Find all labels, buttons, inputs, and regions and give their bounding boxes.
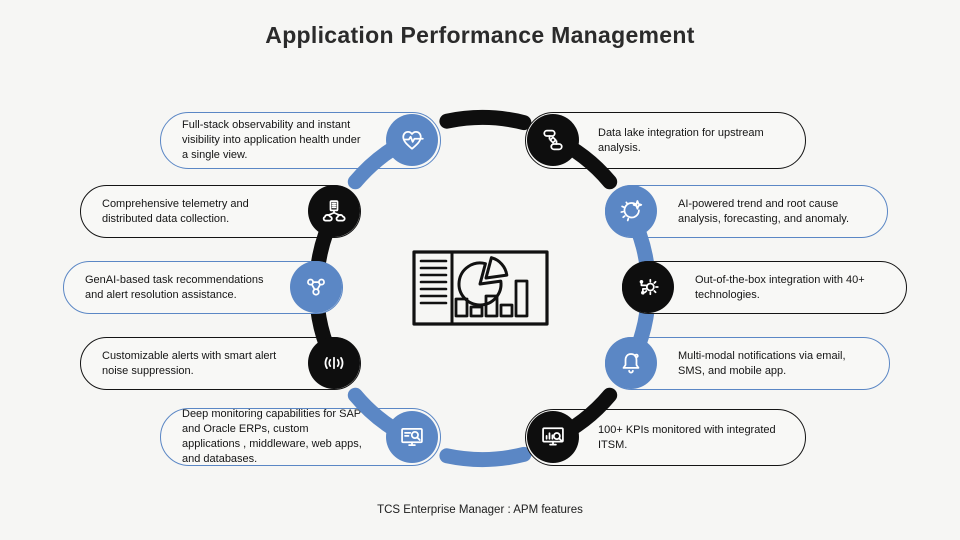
feature-label: AI-powered trend and root cause analysis… <box>678 197 849 225</box>
dashboard-analytics-icon <box>412 250 549 326</box>
feature-label: Multi-modal notifications via email, SMS… <box>678 349 846 377</box>
feature-node-telemetry <box>308 185 360 237</box>
feature-node-oob-integration <box>622 261 674 313</box>
feature-label: Out-of-the-box integration with 40+ tech… <box>695 273 865 301</box>
workflow-nodes-icon <box>307 278 325 296</box>
ring-arc-bottom <box>439 446 532 467</box>
feature-label: GenAI-based task recommendations and ale… <box>85 273 264 301</box>
distributed-data-icon <box>322 200 346 222</box>
feature-node-multi-modal-notifications <box>605 337 657 389</box>
feature-label: Full-stack observability and instant vis… <box>182 119 361 161</box>
feature-node-kpis-itsm <box>527 411 579 463</box>
bell-icon <box>622 353 640 374</box>
noise-suppression-icon <box>324 356 344 370</box>
feature-node-deep-monitoring <box>386 411 438 463</box>
feature-label: Deep monitoring capabilities for SAP and… <box>182 408 362 465</box>
gear-circuit-icon <box>639 278 659 296</box>
feature-node-genai-recommendations <box>290 261 342 313</box>
feature-label: Customizable alerts with smart alert noi… <box>102 349 277 377</box>
feature-node-custom-alerts <box>308 337 360 389</box>
feature-label: 100+ KPIs monitored with integrated ITSM… <box>598 423 776 451</box>
feature-label: Comprehensive telemetry and distributed … <box>102 197 249 225</box>
feature-node-full-stack-observability <box>386 114 438 166</box>
feature-label: Data lake integration for upstream analy… <box>598 126 764 154</box>
feature-node-ai-trend-analysis <box>605 185 657 237</box>
heartbeat-icon <box>402 130 424 150</box>
footer-caption: TCS Enterprise Manager : APM features <box>377 504 583 516</box>
feature-node-data-lake <box>527 114 579 166</box>
data-flow-icon <box>543 129 563 151</box>
kpi-monitor-icon <box>542 427 564 446</box>
ring-arc-top <box>439 110 532 131</box>
monitor-search-icon <box>401 427 423 447</box>
ai-gear-sparkle-icon <box>620 200 643 222</box>
page-title: Application Performance Management <box>265 22 695 48</box>
